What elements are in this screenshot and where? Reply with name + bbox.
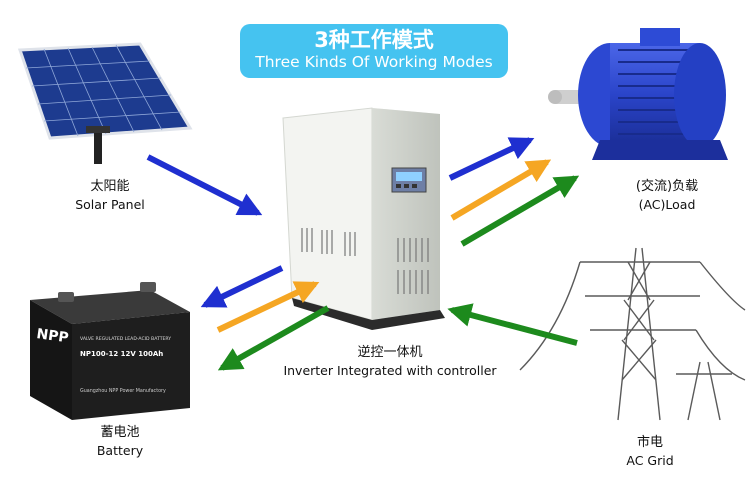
inverter-label-cn: 逆控一体机 xyxy=(357,345,423,360)
arrow-inverter-to-battery-blue xyxy=(200,265,284,308)
title-banner: 3种工作模式 Three Kinds Of Working Modes xyxy=(240,24,508,78)
arrow-solar-to-inverter xyxy=(146,154,263,216)
battery-label-en: Battery xyxy=(96,443,144,458)
solar-panel-label-en: Solar Panel xyxy=(75,197,145,212)
battery-label: 蓄电池 Battery xyxy=(70,424,170,460)
battery-label-cn: 蓄电池 xyxy=(100,425,140,440)
solar-panel-illustration xyxy=(17,42,193,164)
battery-bottom-text: Guangzhou NPP Power Manufactory xyxy=(80,388,166,394)
load-label-en: (AC)Load xyxy=(638,197,696,212)
title-english: Three Kinds Of Working Modes xyxy=(255,53,493,71)
load-label-cn: (交流)负载 xyxy=(635,179,699,194)
battery-model-text: NP100-12 12V 100Ah xyxy=(80,350,163,358)
arrow-inverter-to-load-orange xyxy=(450,159,552,221)
solar-panel-label-cn: 太阳能 xyxy=(90,179,130,194)
battery-brand-text: NPP xyxy=(35,326,69,346)
load-label: (交流)负载 (AC)Load xyxy=(612,178,722,214)
arrow-grid-to-inverter xyxy=(447,303,578,346)
arrow-inverter-to-battery-green xyxy=(217,305,330,371)
solar-panel-label: 太阳能 Solar Panel xyxy=(60,178,160,214)
arrow-inverter-to-load-green xyxy=(460,175,580,247)
grid-label-en: AC Grid xyxy=(626,453,674,468)
arrow-inverter-to-load-blue xyxy=(448,137,535,181)
grid-label: 市电 AC Grid xyxy=(600,434,700,470)
title-chinese: 3种工作模式 xyxy=(314,28,434,52)
inverter-cabinet-illustration xyxy=(282,107,445,330)
inverter-label: 逆控一体机 Inverter Integrated with controlle… xyxy=(270,344,510,380)
motor-illustration xyxy=(548,28,728,160)
battery-illustration: NPP VALVE REGULATED LEAD-ACID BATTERY NP… xyxy=(30,282,190,420)
arrow-battery-to-inverter-orange xyxy=(216,281,320,333)
power-tower-illustration xyxy=(519,247,746,421)
grid-label-cn: 市电 xyxy=(636,435,663,450)
battery-top-text: VALVE REGULATED LEAD-ACID BATTERY xyxy=(80,336,171,342)
inverter-label-en: Inverter Integrated with controller xyxy=(283,363,497,378)
